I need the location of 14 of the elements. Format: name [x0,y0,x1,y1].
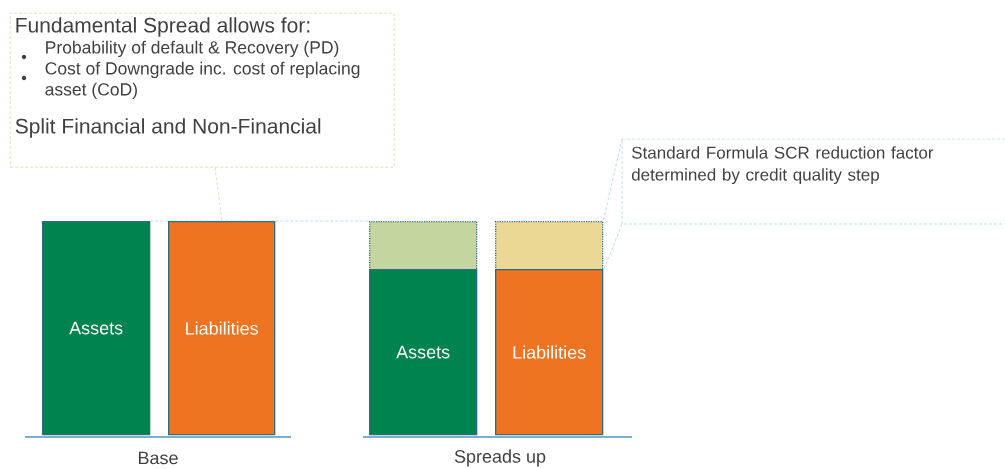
bar: Liabilities [495,269,604,436]
bar: Assets [369,269,478,436]
axis-label: Spreads up [454,449,546,467]
callout-box: Standard Formula SCR reduction factor determined by credit quality step [621,138,1005,225]
bar: Assets [42,221,151,436]
stress-box [495,221,604,271]
level-line [150,220,370,222]
leader-line [603,138,623,222]
axis-label: Base [138,451,178,465]
leader-line [603,224,623,271]
leader-line [214,167,223,222]
bar: Liabilities [168,221,276,436]
stress-box [369,221,478,271]
callout-box: Fundamental Spread allows for: Probability of default & Recovery (PD) Cost of Downgrade inc. cost of replacing asset (CoD) Split Financial and Non-Financial [10,13,395,168]
